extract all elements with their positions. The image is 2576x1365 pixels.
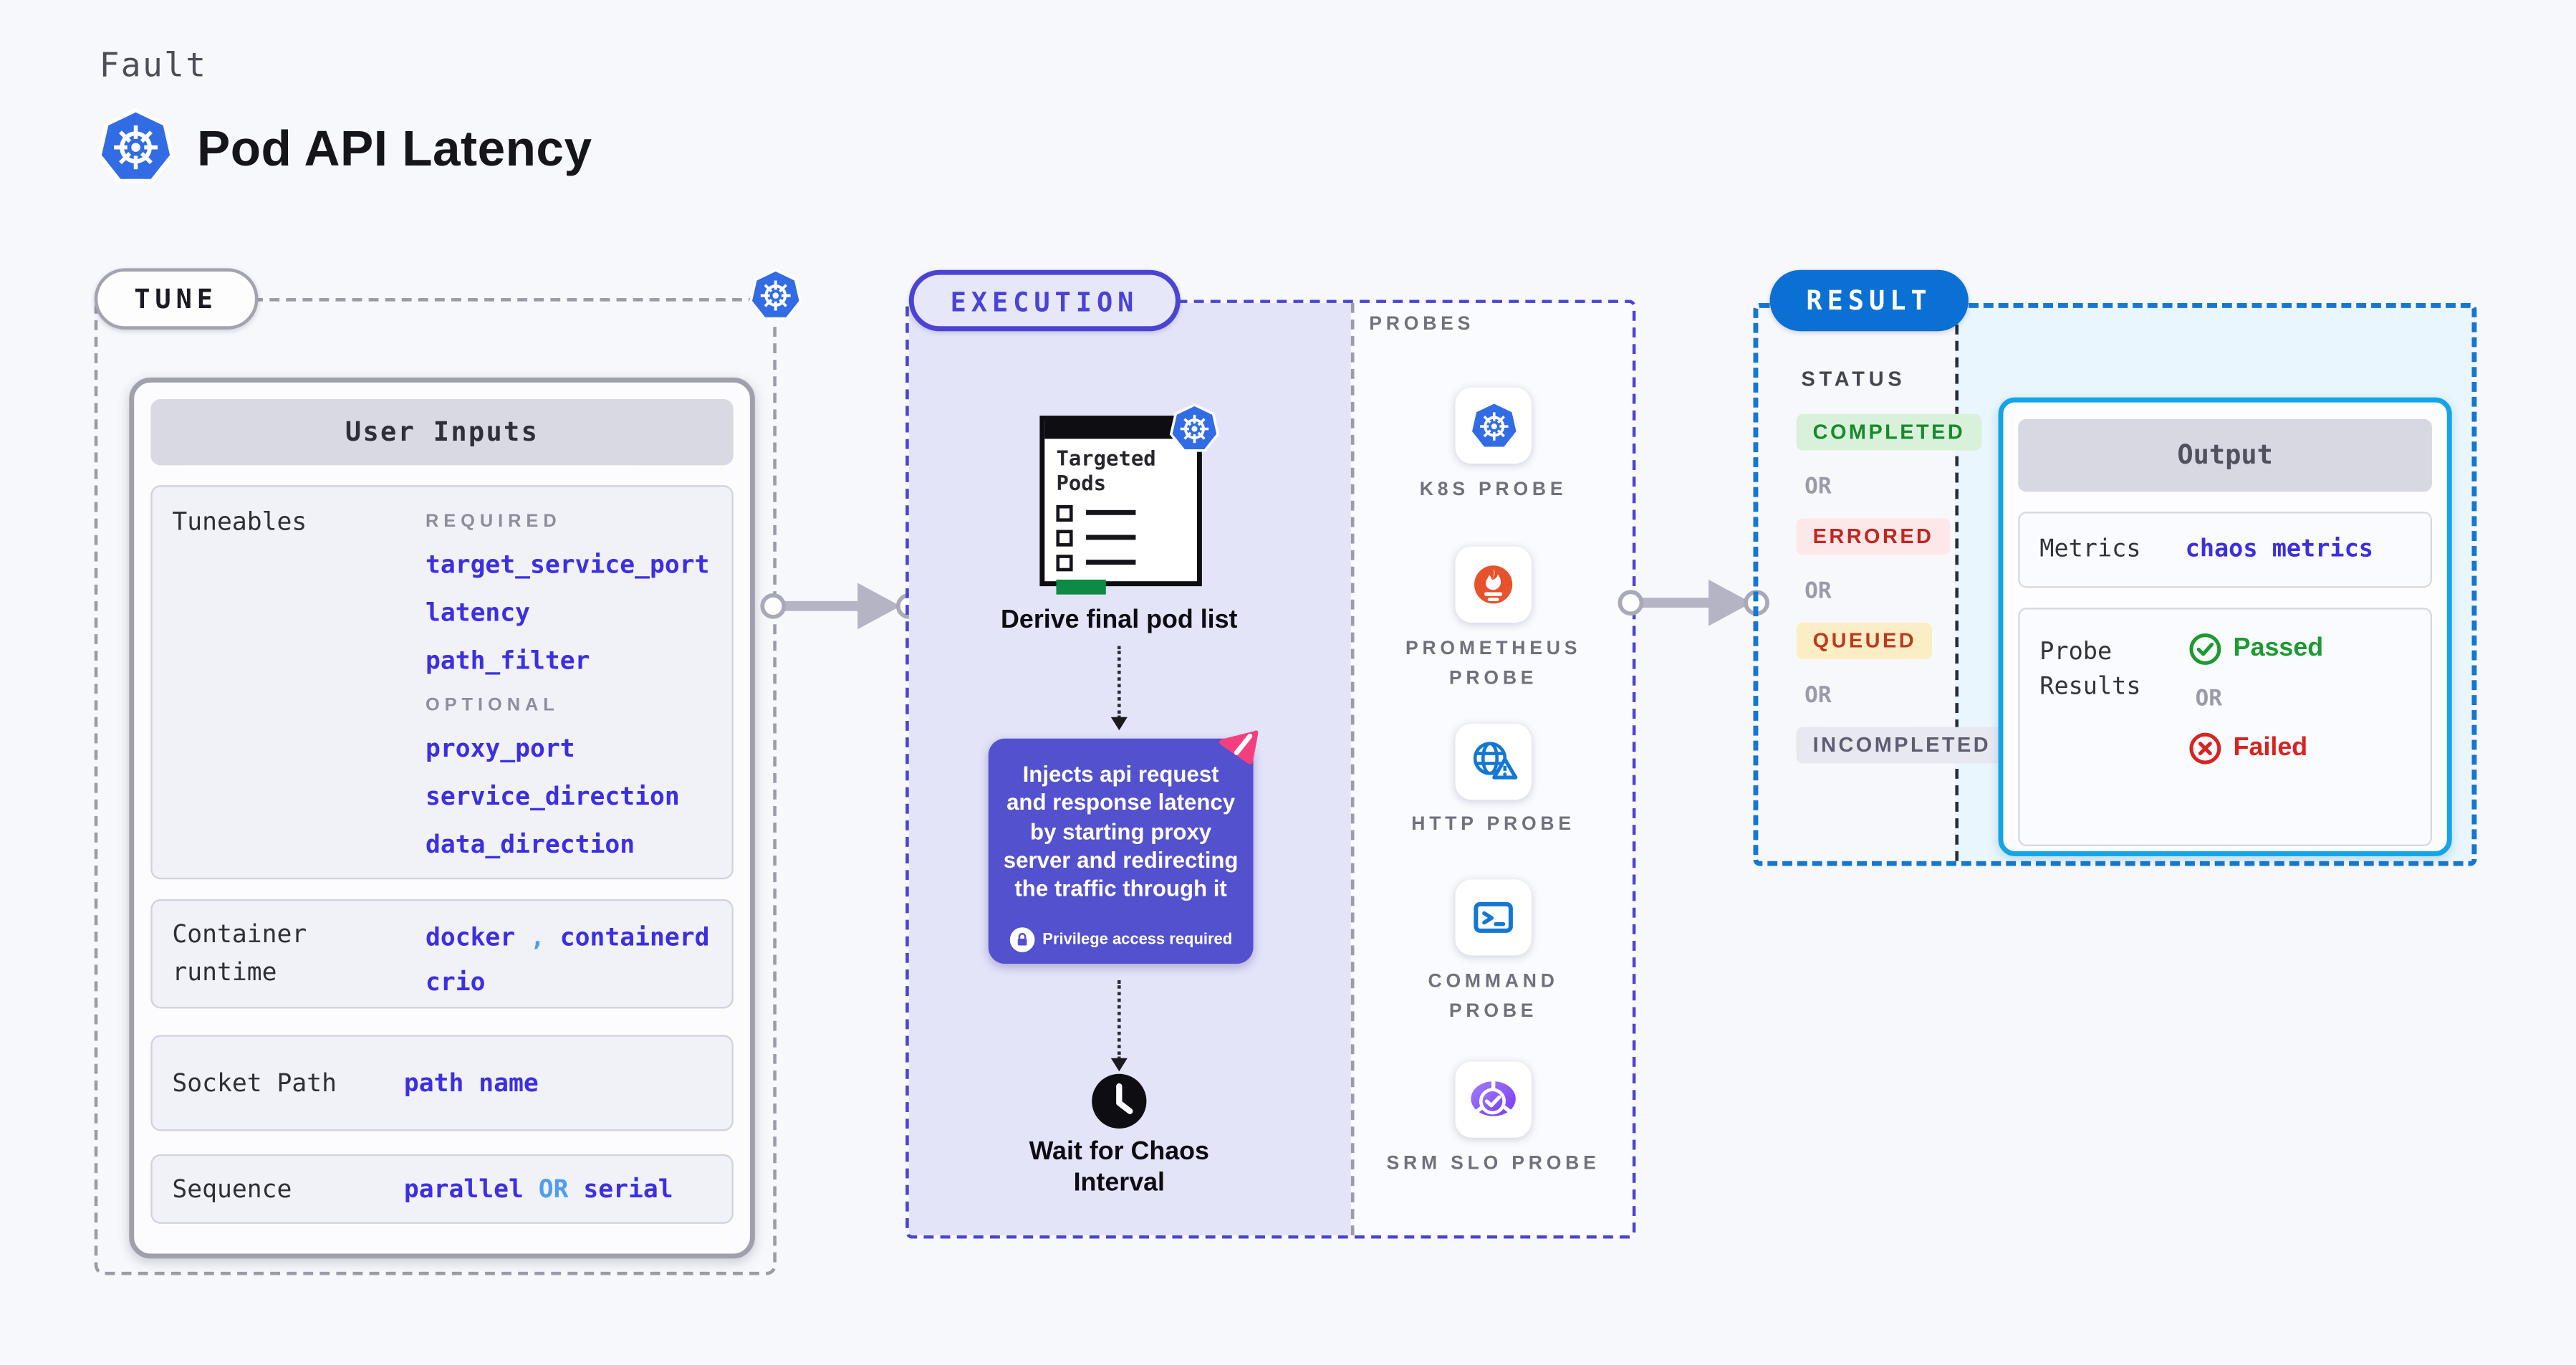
tuneables-label: Tuneables [172,507,307,537]
socket-path-label: Socket Path [172,1068,337,1098]
x-circle-icon [2189,732,2221,765]
flow-connector [1117,646,1121,719]
runtime-value: crio [425,967,486,997]
sequence-value: parallel [403,1173,524,1204]
socket-path-row: Socket Path path name [150,1035,734,1131]
arrow-down-icon [1110,1058,1128,1072]
tuneable-item: proxy_port [425,733,575,764]
or-label: OR [1804,682,1832,709]
container-runtime-row: Container runtime docker , containerd cr… [150,899,734,1009]
result-badge: RESULT [1769,269,1969,332]
or-label: OR [1804,473,1832,500]
checkbox-icon [1056,529,1073,546]
probe-results-row: Probe Results Passed OR Failed [2018,608,2433,846]
inject-description: Injects api request and response latency… [1003,762,1239,901]
lock-icon [1009,927,1034,952]
tuneable-item: data_direction [425,829,635,860]
privilege-note: Privilege access required [1042,930,1233,949]
tuneables-row: Tuneables REQUIRED target_service_port l… [150,485,734,880]
runtime-value: containerd [559,922,710,952]
page-title: Pod API Latency [197,123,592,178]
sequence-or: OR [538,1173,569,1204]
status-badge: COMPLETED [1796,413,1982,451]
wait-chaos-interval-label: Wait for Chaos Interval [1029,1137,1210,1198]
kubernetes-icon [96,105,176,191]
derive-pod-list-label: Derive final pod list [1001,605,1238,635]
probes-title: PROBES [1369,315,1475,335]
targeted-pods-title: Targeted Pods [1056,445,1156,495]
list-line [1086,510,1136,515]
passed-label: Passed [2233,634,2324,663]
flow-arrow [1618,579,1769,626]
user-inputs-card: User Inputs Tuneables REQUIRED target_se… [129,377,755,1259]
metrics-row: Metrics chaos metrics [2018,512,2433,588]
progress-bar [1056,578,1106,594]
kubernetes-probe-icon [1455,387,1532,464]
metrics-value: chaos metrics [2185,536,2373,563]
failed-label: Failed [2233,733,2308,762]
optional-label: OPTIONAL [425,695,559,716]
prometheus-probe-icon [1455,546,1532,623]
user-inputs-title: User Inputs [150,398,734,466]
arrow-down-icon [1110,717,1128,731]
kubernetes-icon [749,265,803,327]
probe-label: K8S PROBE [1419,480,1567,500]
fault-eyebrow: Fault [99,44,208,85]
list-line [1086,560,1136,565]
sequence-label: Sequence [172,1174,292,1204]
kubernetes-icon [1169,401,1221,457]
checkbox-icon [1056,554,1073,571]
execution-badge: EXECUTION [908,269,1181,332]
clock-icon [1091,1073,1148,1130]
metrics-label: Metrics [2039,536,2141,563]
status-badge: QUEUED [1796,622,1933,659]
tune-panel [94,297,777,1275]
probe-label: COMMAND PROBE [1428,972,1559,1022]
http-probe-icon [1455,723,1532,800]
status-badge: ERRORED [1796,518,1951,555]
probe-results-label: Probe Results [2039,639,2141,701]
flow-arrow [760,583,922,630]
srm-slo-probe-icon [1455,1061,1532,1138]
output-title: Output [2018,418,2433,492]
inject-description-box: Injects api request and response latency… [988,738,1254,964]
probe-label: HTTP PROBE [1411,815,1575,835]
checkbox-icon [1056,504,1073,521]
required-label: REQUIRED [425,512,562,532]
probe-label: SRM SLO PROBE [1386,1154,1600,1174]
sequence-row: Sequence parallel OR serial [150,1154,734,1224]
runtime-value: docker [425,922,516,952]
tuneable-item: service_direction [425,781,680,812]
command-probe-icon [1455,879,1532,956]
status-badge: INCOMPLETED [1796,727,2008,764]
runtime-comma: , [530,922,545,952]
probe-label: PROMETHEUS PROBE [1405,639,1582,689]
check-circle-icon [2189,633,2221,665]
tuneable-item: path_filter [425,646,590,676]
or-label: OR [1804,578,1832,605]
output-card: Output Metrics chaos metrics Probe Resul… [1998,397,2452,856]
sequence-value: serial [583,1173,673,1204]
status-label: STATUS [1801,368,1906,391]
or-label: OR [2195,685,2223,712]
flow-connector [1117,980,1121,1060]
list-line [1086,535,1136,540]
tuneable-item: target_service_port [425,550,710,580]
tune-badge: TUNE [94,268,258,330]
socket-path-value: path name [403,1067,539,1098]
container-runtime-label: Container runtime [172,919,307,987]
tuneable-item: latency [425,598,531,628]
chaos-icon [1213,727,1261,772]
